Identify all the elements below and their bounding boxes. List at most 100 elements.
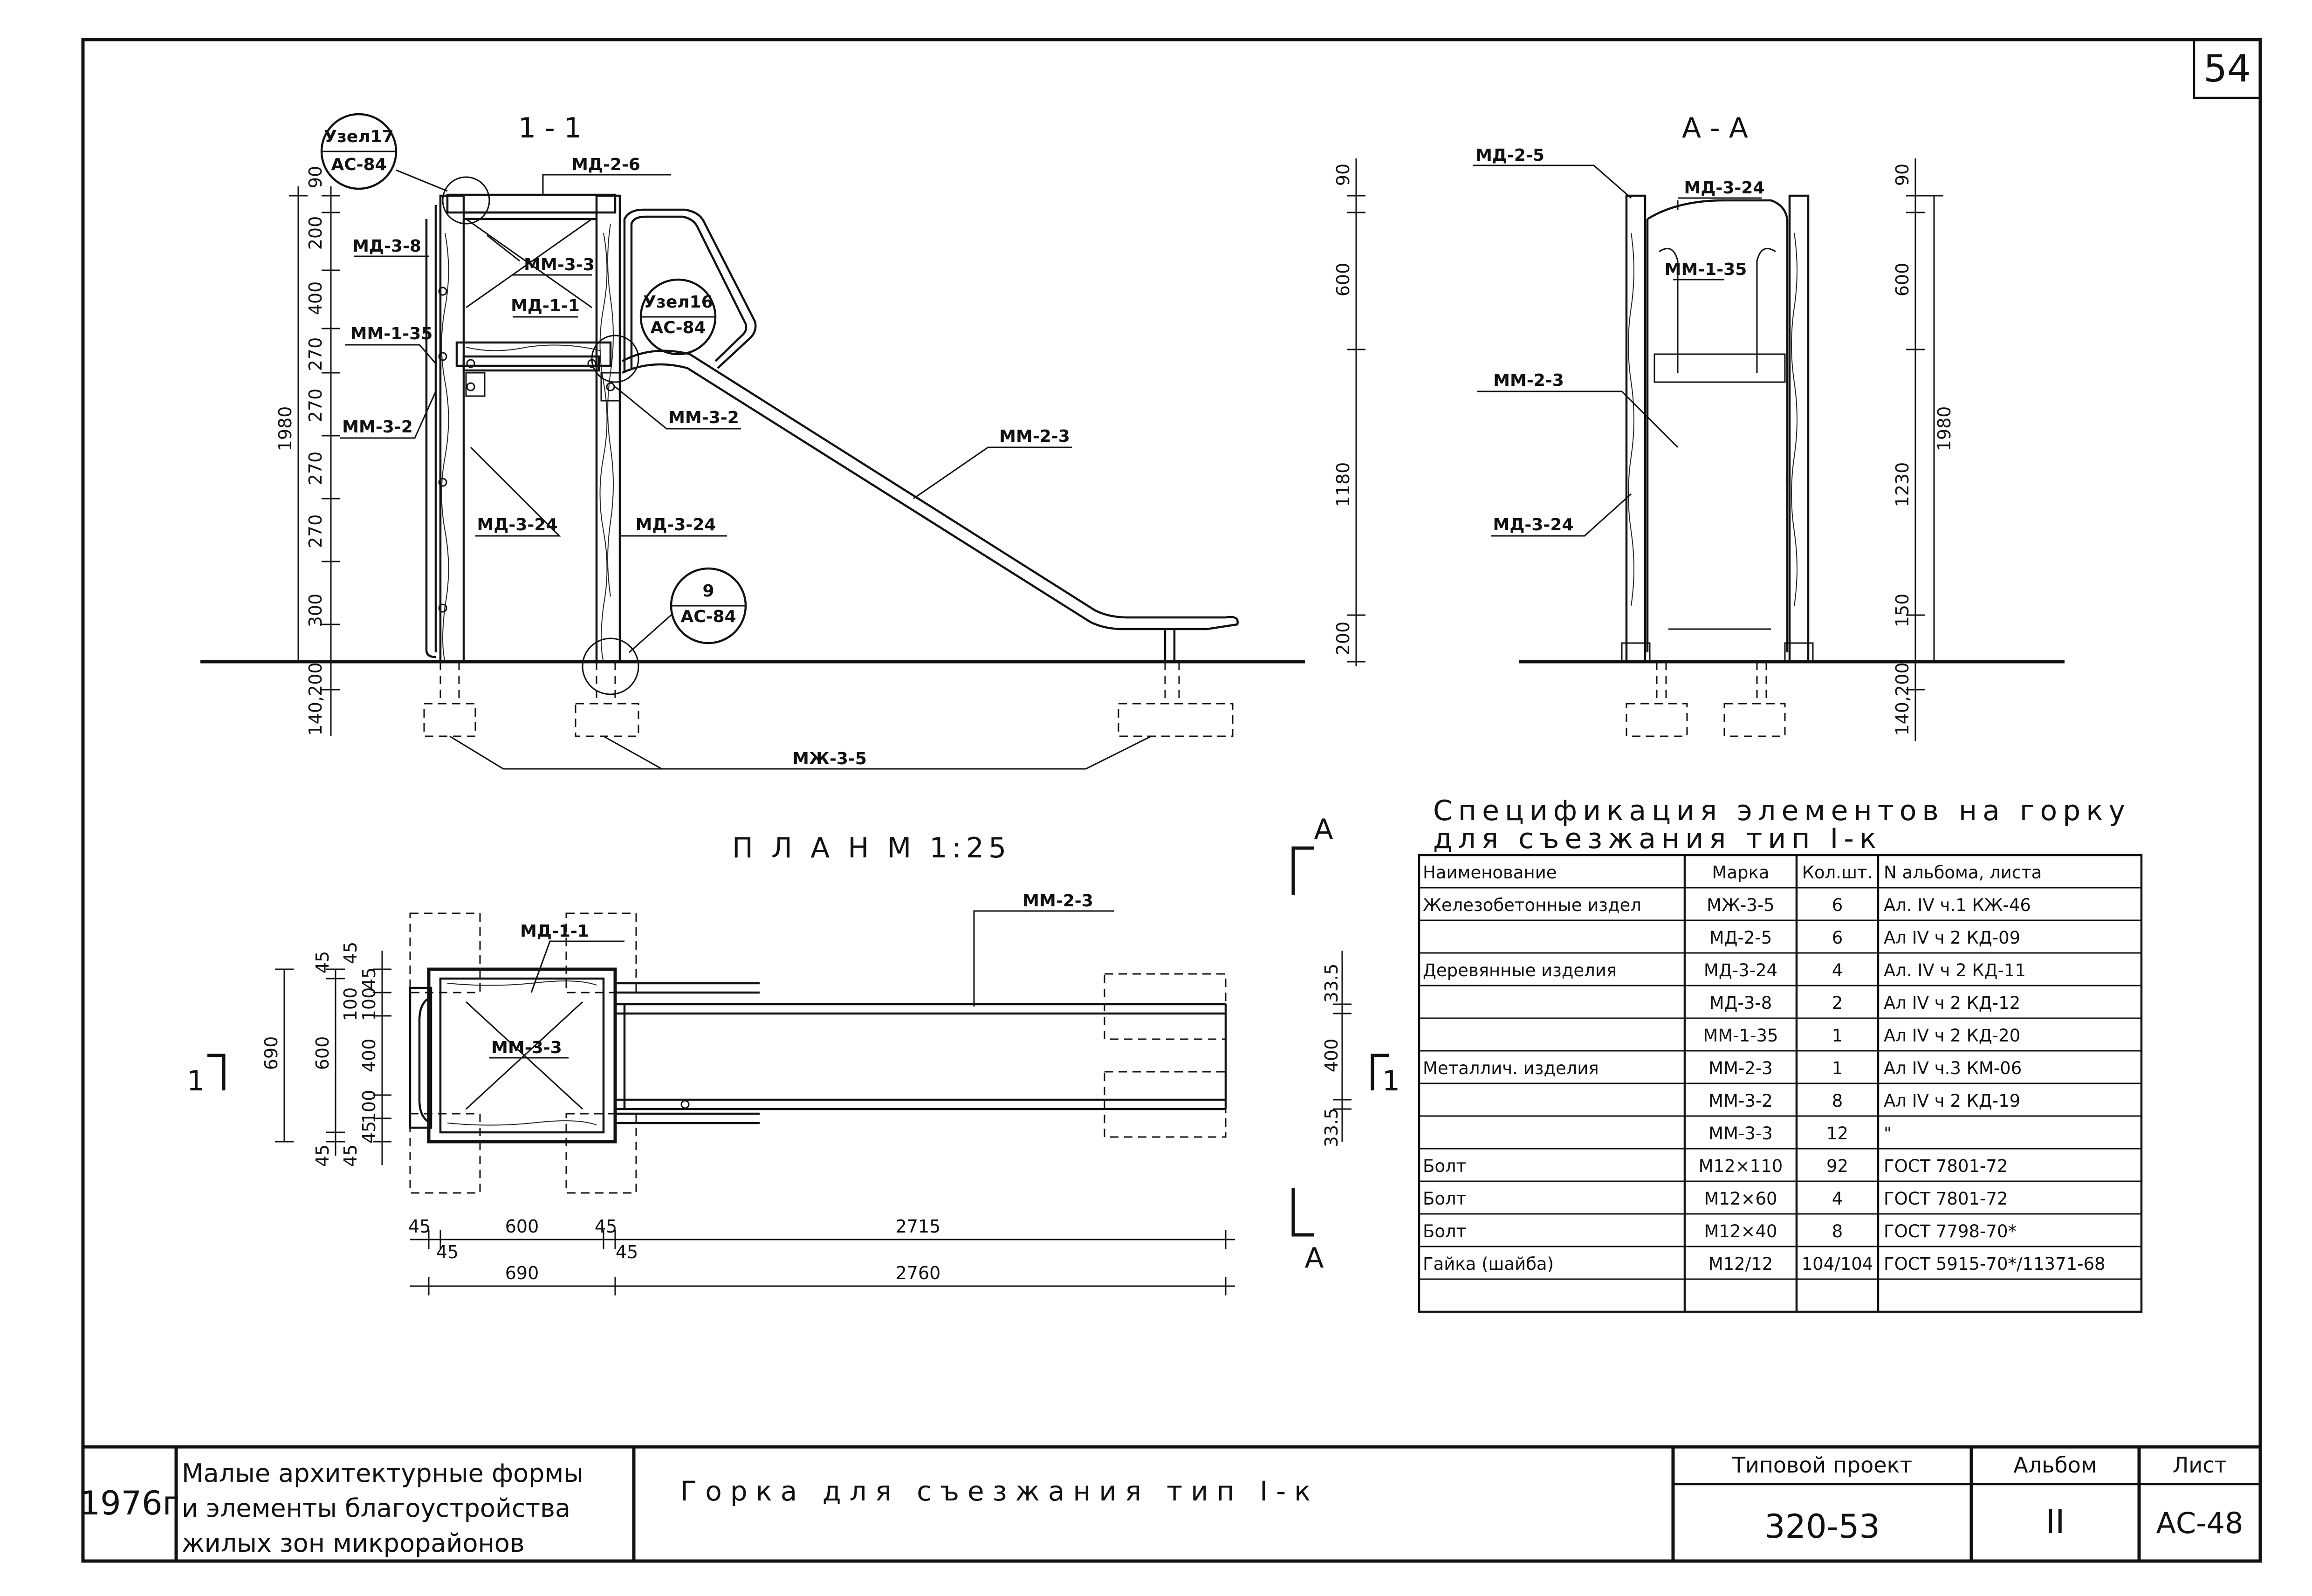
spec-cell: Металлич. изделия [1423,1058,1599,1078]
spec-cell: М12×60 [1704,1189,1777,1209]
spec-cell: ММ-3-3 [1708,1123,1773,1144]
label-plan-md-1-1: МД-1-1 [520,922,589,941]
label-uzel17: Узел17 [324,127,394,146]
spec-cell: ГОСТ 5915-70*/11371-68 [1884,1254,2106,1274]
label-uzel17-ac84: АС-84 [331,155,386,174]
spec-cell: 104/104 [1802,1254,1873,1274]
spec-cell: Ал IV ч 2 КД-09 [1884,928,2020,948]
dims-a-a: 90 600 1980 1230 150 140,200 [1892,158,1955,741]
label-mm-2-3: ММ-2-3 [999,427,1070,446]
dim-plan-r-400: 400 [1321,1039,1342,1073]
dim-140-200: 140,200 [305,662,326,735]
dim-plan-b-45-b: 45 [595,1216,617,1237]
dim-400: 400 [305,281,326,315]
dims-right-1-1: 90 600 1180 200 [1333,158,1365,666]
dim-300: 300 [305,594,326,628]
label-plan-mm-3-3: ММ-3-3 [491,1038,562,1057]
dim-aa-1230: 1230 [1892,462,1913,507]
dim-270-b: 270 [305,389,326,423]
label-mm-1-35: ММ-1-35 [350,324,433,343]
dim-aa-90: 90 [1892,164,1913,186]
dim-270-c: 270 [305,452,326,486]
section-a-a: А - А МД-2-5 МД-3-24 ММ-1-35 ММ-2-3 МД-3… [1473,112,2065,741]
section-a-a-title: А - А [1682,112,1748,144]
section-mark-a-top: А [1291,813,1333,895]
spec-cell: Железобетонные издел [1423,895,1641,915]
dim-plan-100-a: 100 [359,987,379,1021]
dim-plan-b-45-a: 45 [408,1216,431,1237]
spec-cell: Болт [1423,1221,1466,1241]
spec-header-cell: Наименование [1423,863,1557,883]
spec-title-line2: для съезжания тип I-к [1433,822,1882,855]
spec-cell: 1 [1832,1026,1843,1046]
spec-cell: МД-2-5 [1709,928,1772,948]
spec-cell: 4 [1832,960,1843,980]
spec-cell: М12×40 [1704,1221,1777,1241]
label-mm-3-3: ММ-3-3 [524,255,595,274]
dim-plan-b-45-c: 45 [436,1242,459,1262]
dim-90: 90 [305,166,326,188]
dim-r-1180: 1180 [1333,462,1353,507]
label-plan-mm-2-3: ММ-2-3 [1022,891,1093,911]
section-mark-1-left: 1 [187,1054,226,1097]
spec-cell: Болт [1423,1156,1466,1176]
title-year: 1976г [80,1484,180,1522]
label-md-2-5: МД-2-5 [1475,146,1544,165]
project-value: 320-53 [1764,1507,1880,1546]
dim-plan-r-33-5-b: 33.5 [1321,1108,1342,1148]
album-value: II [2045,1503,2065,1541]
dims-plan-left: 690 600 45 45 400 100 100 45 45 45 100 4… [261,942,391,1167]
section-mark-a-bottom-label: А [1304,1242,1324,1274]
spec-cell: 4 [1832,1189,1843,1209]
label-mm-2-3-aa: ММ-2-3 [1493,371,1564,390]
spec-title-line1: Спецификация элементов на горку [1433,795,2131,827]
label-mm-3-2-right: ММ-3-2 [668,408,739,427]
label-md-2-6: МД-2-6 [571,155,640,174]
spec-cell: Деревянные изделия [1423,960,1617,980]
spec-cell: 6 [1832,895,1843,915]
title-org-line1: Малые архитектурные формы [182,1459,583,1488]
dim-plan-b-45-d: 45 [616,1242,638,1262]
spec-cell: МД-3-8 [1709,993,1772,1013]
rungs [438,287,615,613]
section-1-1-title: 1 - 1 [518,112,582,144]
spec-cell: ММ-1-35 [1703,1026,1778,1046]
sheet-value: АС-48 [2156,1506,2243,1540]
dim-plan-45-f: 45 [340,1144,361,1167]
dim-plan-b-2760: 2760 [896,1263,941,1283]
label-md-3-8: МД-3-8 [352,237,421,256]
dims-plan-right: 33.5 400 33.5 [1321,951,1352,1147]
dim-aa-150: 150 [1892,594,1913,628]
specification: Спецификация элементов на горку для съез… [1418,795,2143,1313]
section-1-1: 1 - 1 [200,112,1365,770]
spec-cell: Ал. IV ч.1 КЖ-46 [1884,895,2031,915]
sheet-label: Лист [2173,1452,2227,1478]
spec-cell: МЖ-3-5 [1707,895,1775,915]
title-org-line2: и элементы благоустройства [182,1493,570,1523]
spec-cell: ГОСТ 7798-70* [1884,1221,2017,1241]
dim-r-200: 200 [1333,622,1353,656]
dim-aa-140-200: 140,200 [1892,662,1913,735]
spec-cell: 2 [1832,993,1843,1013]
dim-plan-400: 400 [359,1039,379,1073]
label-uzel16-ac84: АС-84 [650,318,706,337]
spec-cell: М12/12 [1708,1254,1773,1274]
spec-cell: Ал IV ч 2 КД-19 [1884,1091,2020,1111]
dim-200: 200 [305,216,326,250]
label-md-3-24-right: МД-3-24 [636,515,716,534]
spec-cell: " [1884,1123,1892,1144]
dim-plan-600: 600 [312,1036,333,1070]
section-mark-a-top-label: А [1314,813,1333,846]
spec-cell: 6 [1832,928,1843,948]
label-mm-1-35-aa: ММ-1-35 [1665,260,1747,279]
label-node9: 9 [702,582,714,601]
album-label: Альбом [2013,1452,2097,1478]
spec-cell: Ал IV ч 2 КД-20 [1884,1026,2020,1046]
dim-plan-r-33-5-a: 33.5 [1321,964,1342,1003]
spec-cell: Ал. IV ч 2 КД-11 [1884,960,2026,980]
dim-270-a: 270 [305,337,326,371]
spec-cell: ММ-2-3 [1708,1058,1773,1078]
spec-cell: ММ-3-2 [1708,1091,1773,1111]
label-mzh-3-5: МЖ-3-5 [792,749,867,768]
